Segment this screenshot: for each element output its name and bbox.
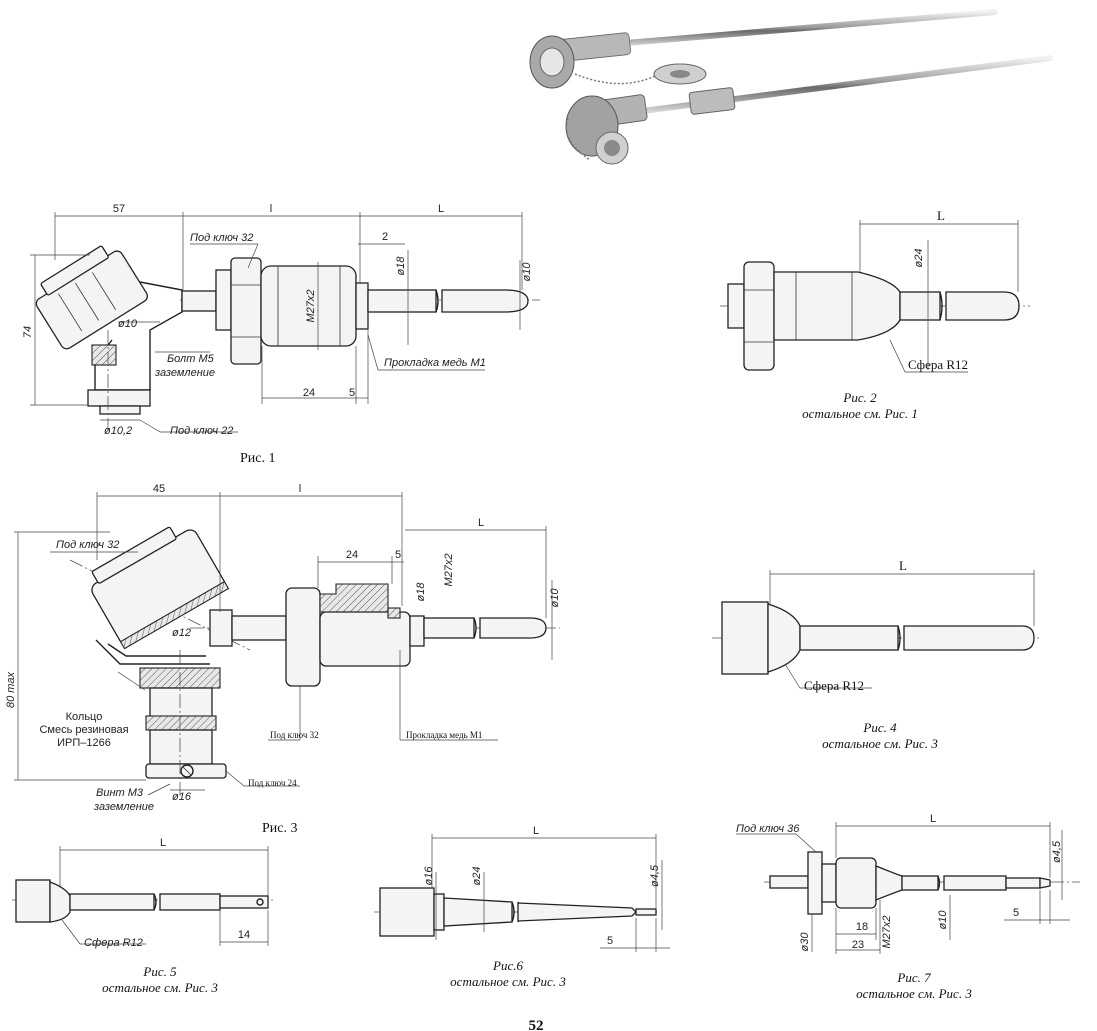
fig3-dim-45: 45: [153, 483, 165, 495]
fig6-dim-d24: ø24: [471, 867, 483, 886]
fig1-label-key32: Под ключ 32: [190, 232, 253, 244]
fig3-label-ring-1: Кольцо: [66, 711, 103, 723]
fig4-caption: Рис. 4: [862, 720, 897, 735]
figure-7: L Под ключ 36 ø4,5 18 23 ø30 M27x2 ø10 5…: [736, 813, 1080, 1001]
fig6-dim-L: L: [533, 825, 539, 837]
fig3-label-screw: Винт М3: [96, 787, 144, 799]
fig5-subcaption: остальное см. Рис. 3: [102, 980, 218, 995]
fig7-dim-23: 23: [852, 939, 864, 951]
fig6-dim-d45: ø4,5: [649, 864, 661, 887]
fig1-dim-d10-probe: ø10: [521, 262, 533, 282]
figure-6: L ø16 ø24 ø4,5 5 Рис.6 остальное см. Рис…: [374, 825, 670, 989]
fig1-dim-l: l: [270, 203, 272, 215]
fig3-label-key32-head: Под ключ 32: [56, 539, 119, 551]
fig1-dim-57: 57: [113, 203, 125, 215]
fig3-dim-l: l: [299, 483, 301, 495]
fig3-label-ring-2: Смесь резиновая: [39, 724, 128, 736]
fig7-dim-d45: ø4,5: [1051, 840, 1063, 863]
fig3-caption: Рис. 3: [262, 821, 298, 836]
fig6-dim-5: 5: [607, 935, 613, 947]
fig1-caption: Рис. 1: [240, 451, 276, 466]
fig1-dim-5: 5: [349, 387, 355, 399]
fig7-dim-m27: M27x2: [881, 915, 893, 948]
fig1-dim-2: 2: [382, 231, 388, 243]
fig3-label-gasket: Прокладка медь М1: [406, 730, 482, 740]
fig1-label-ground: заземление: [154, 367, 215, 379]
fig3-dim-d18: ø18: [415, 582, 427, 602]
figure-3: 45 l L 24 5 M27x2 ø18 ø10 80 max ø12 ø16…: [5, 483, 561, 836]
fig5-caption: Рис. 5: [142, 964, 177, 979]
fig1-dim-L: L: [438, 203, 444, 215]
fig3-dim-d16: ø16: [172, 791, 192, 803]
fig1-label-bolt: Болт М5: [167, 353, 215, 365]
fig7-label-key36: Под ключ 36: [736, 823, 800, 835]
fig4-label-sphere: Сфера R12: [804, 678, 864, 693]
figure-2: L ø24 Сфера R12 Рис. 2 остальное см. Рис…: [720, 208, 1030, 421]
fig3-dim-L: L: [478, 517, 484, 529]
fig7-caption: Рис. 7: [896, 970, 931, 985]
fig3-dim-d12: ø12: [172, 627, 191, 639]
figure-5: L 14 Сфера R12 Рис. 5 остальное см. Рис.…: [12, 837, 276, 995]
figure-4: L Сфера R12 Рис. 4 остальное см. Рис. 3: [712, 558, 1042, 751]
fig1-dim-d102: ø10,2: [104, 425, 132, 437]
fig7-dim-L: L: [930, 813, 936, 825]
fig5-label-sphere: Сфера R12: [84, 937, 143, 949]
fig1-dim-d10-neck: ø10: [118, 318, 138, 330]
fig7-dim-d10: ø10: [937, 910, 949, 930]
fig3-label-key32-nut: Под ключ 32: [270, 730, 319, 740]
fig3-label-ring-3: ИРП–1266: [57, 737, 111, 749]
product-photo: [529, 9, 1053, 165]
fig5-dim-14: 14: [238, 929, 250, 941]
page-number: 52: [529, 1018, 544, 1031]
fig1-dim-24: 24: [303, 387, 315, 399]
fig3-dim-80max: 80 max: [5, 671, 17, 708]
fig2-label-sphere: Сфера R12: [908, 357, 968, 372]
fig3-dim-5: 5: [395, 549, 401, 561]
fig2-caption: Рис. 2: [842, 390, 877, 405]
fig7-dim-d30: ø30: [799, 932, 811, 952]
fig3-dim-d10: ø10: [549, 588, 561, 608]
fig1-label-key22: Под ключ 22: [170, 425, 233, 437]
fig3-dim-24: 24: [346, 549, 358, 561]
fig1-dim-74: 74: [22, 326, 34, 338]
fig6-dim-d16: ø16: [423, 866, 435, 886]
fig4-subcaption: остальное см. Рис. 3: [822, 736, 938, 751]
fig7-dim-18: 18: [856, 921, 868, 933]
fig6-caption: Рис.6: [492, 958, 523, 973]
fig3-dim-m27: M27x2: [443, 553, 455, 586]
fig5-dim-L: L: [160, 837, 166, 849]
fig7-subcaption: остальное см. Рис. 3: [856, 986, 972, 1001]
fig2-dim-L: L: [937, 208, 945, 223]
fig6-subcaption: остальное см. Рис. 3: [450, 974, 566, 989]
fig1-dim-d18: ø18: [395, 256, 407, 276]
fig4-dim-L: L: [899, 558, 907, 573]
fig3-label-ground: заземление: [93, 801, 154, 813]
fig7-dim-5: 5: [1013, 907, 1019, 919]
fig2-dim-d24: ø24: [913, 249, 925, 268]
fig3-label-key24: Под ключ 24: [248, 778, 297, 788]
figure-1: 57 l L 2 74 ø18 ø10 M27x2 ø10 24 5 ø10,2…: [22, 203, 540, 466]
fig1-dim-m27: M27x2: [305, 289, 317, 322]
fig2-subcaption: остальное см. Рис. 1: [802, 406, 918, 421]
fig1-label-gasket: Прокладка медь М1: [384, 357, 486, 369]
